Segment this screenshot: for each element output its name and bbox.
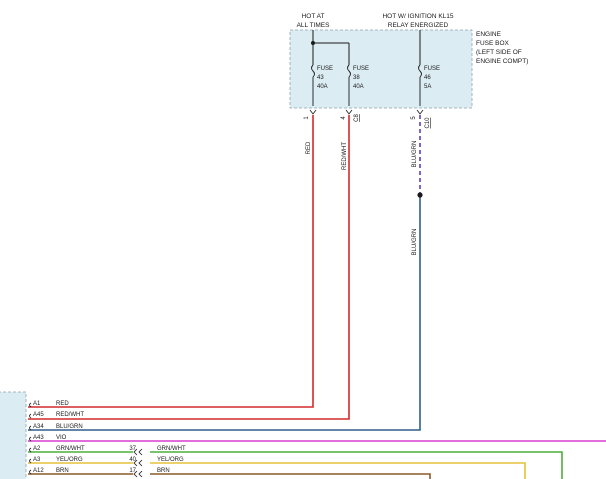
wire-text-vio: VIO xyxy=(56,435,67,441)
wire-label-blu-grn-upper: BLU/GRN xyxy=(412,141,418,168)
pin-a3: A3 xyxy=(33,457,41,463)
connector-pin-4: 4 xyxy=(341,116,347,120)
connector-markers xyxy=(309,109,424,115)
wire-grn-wht-right xyxy=(150,451,563,479)
wire-yel-org-right xyxy=(150,462,526,479)
pin-a12: A12 xyxy=(33,468,44,474)
fuse-38-rating: 40A xyxy=(353,84,364,90)
connector-pin-1: 1 xyxy=(304,116,310,120)
out-label-brn: BRN xyxy=(157,468,170,474)
fuse-46-rating: 5A xyxy=(424,84,431,90)
fuse-38-symbol xyxy=(347,64,351,78)
wire-text-grn-wht: GRN/WHT xyxy=(56,446,85,452)
connector-c10: C10 xyxy=(425,117,431,129)
bus-junction-dot xyxy=(311,41,315,45)
fuse-43-symbol xyxy=(311,64,315,78)
hot-ignition-label-2: RELAY ENERGIZED xyxy=(388,22,449,29)
horizontal-wire-paths xyxy=(28,440,606,479)
pin-a43: A43 xyxy=(33,435,44,441)
fuse-box-label-4: ENGINE COMPT) xyxy=(476,58,528,65)
control-module xyxy=(0,391,27,479)
fuse-43-rating: 40A xyxy=(317,84,328,90)
pin-a1: A1 xyxy=(33,401,41,407)
fuse-bus-lines xyxy=(312,30,421,65)
hot-ignition-label-1: HOT W/ IGNITION KL15 xyxy=(382,13,453,20)
fuse-46-word: FUSE xyxy=(424,66,440,72)
fuse-box-label-2: FUSE BOX xyxy=(476,40,510,47)
splice-40: 40 xyxy=(129,457,136,463)
wire-brn-right xyxy=(150,473,431,479)
splice-dot xyxy=(417,192,423,198)
fuse-box-label-3: (LEFT SIDE OF xyxy=(476,49,522,56)
fuse-43-word: FUSE xyxy=(317,66,333,72)
fuse-box-label-1: ENGINE xyxy=(476,31,502,38)
pin-a45: A45 xyxy=(33,412,44,418)
pin-a34: A34 xyxy=(33,424,44,430)
hot-at-label-2: ALL TIMES xyxy=(297,22,331,29)
connector-c8: C8 xyxy=(354,114,360,122)
wire-blu-grn-path xyxy=(28,195,421,431)
wire-text-brn: BRN xyxy=(56,468,69,474)
fuse-46-number: 46 xyxy=(424,75,431,81)
fuse-38-number: 38 xyxy=(353,75,360,81)
fuse-38-word: FUSE xyxy=(353,66,369,72)
wire-text-yel-org: YEL/ORG xyxy=(56,457,83,463)
splice-17: 17 xyxy=(129,468,136,474)
out-label-yel-org: YEL/ORG xyxy=(157,457,184,463)
out-label-grn-wht: GRN/WHT xyxy=(157,446,186,452)
wire-red-wht-path xyxy=(28,115,350,420)
wire-label-red-wht: RED/WHT xyxy=(342,142,348,170)
splice-37: 37 xyxy=(129,446,136,452)
wire-label-red: RED xyxy=(306,141,312,154)
fuse-symbols xyxy=(311,64,422,106)
wire-text-red: RED xyxy=(56,401,69,407)
hot-at-label-1: HOT AT xyxy=(302,13,325,20)
fuse-46-symbol xyxy=(418,64,422,78)
wire-text-red-wht: RED/WHT xyxy=(56,412,84,418)
fuse-43-number: 43 xyxy=(317,75,324,81)
vertical-wire-paths xyxy=(28,115,421,431)
connector-pin-5: 5 xyxy=(411,116,417,120)
wire-text-blu-grn: BLU/GRN xyxy=(56,424,83,430)
pin-a2: A2 xyxy=(33,446,41,452)
wire-label-blu-grn-lower: BLU/GRN xyxy=(412,229,418,256)
inline-connector-markers xyxy=(133,448,143,478)
wire-red-path xyxy=(28,115,314,408)
module-pin-hooks xyxy=(29,402,32,475)
